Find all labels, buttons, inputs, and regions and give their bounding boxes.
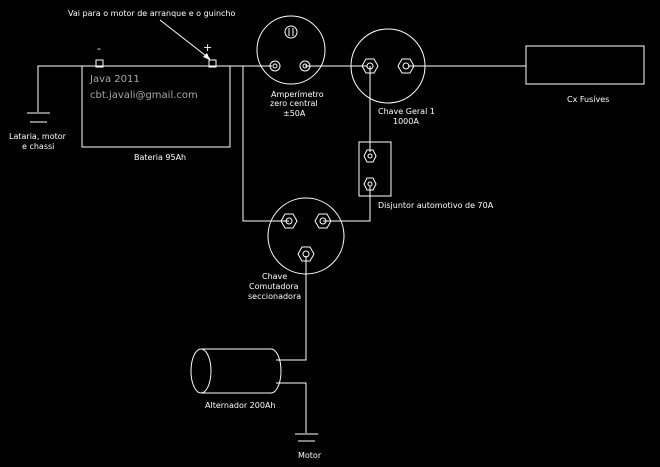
alternator-front-face (190, 348, 212, 394)
master-switch-body (350, 28, 426, 104)
wires (37, 65, 526, 433)
selector-label-1: Chave (262, 272, 287, 281)
battery-label: Bateria 95Ah (134, 153, 186, 162)
selector-terminal-bottom (297, 246, 315, 262)
ammeter-label-3: ±50A (283, 109, 306, 118)
wire-alternator-motor (276, 382, 307, 433)
battery (81, 59, 231, 148)
note-arrow (159, 19, 211, 60)
battery-plus-sign: + (203, 41, 212, 54)
ammeter-needle-icon (284, 25, 298, 39)
alternator-label: Alternador 200Ah (205, 401, 276, 410)
selector-switch (267, 197, 345, 275)
battery-minus-sign: - (97, 42, 101, 55)
breaker-terminal-top (363, 149, 377, 163)
selector-label-2: Comutadora (249, 282, 299, 291)
ground-chassis-symbol (27, 112, 50, 123)
ammeter-label-1: Amperímetro (271, 90, 324, 99)
wire-battery-selector (242, 66, 289, 222)
wire-breaker-selector (323, 186, 371, 222)
ammeter-terminal-left (269, 60, 281, 72)
master-switch-label-1: Chave Geral 1 (378, 107, 435, 116)
breaker-terminal-bottom (363, 177, 377, 191)
ammeter (256, 15, 326, 85)
selector-switch-body (267, 197, 345, 275)
battery-positive-terminal (208, 59, 217, 68)
watermark-line-1: Java 2011 (89, 74, 140, 85)
ground-motor-symbol (295, 433, 318, 442)
ammeter-label-2: zero central (270, 99, 318, 108)
master-switch-label-2: 1000A (393, 117, 419, 126)
breaker-body (358, 141, 392, 197)
ground-chassis-label-2: e chassi (22, 142, 54, 151)
fuse-box-label: Cx Fusíves (567, 95, 609, 104)
motor-label: Motor (298, 451, 322, 460)
master-switch (350, 28, 426, 104)
circuit-breaker (358, 141, 392, 197)
breaker-label: Disjuntor automotivo de 70A (378, 201, 494, 210)
master-switch-terminal-right (397, 58, 415, 74)
fuse-box (525, 45, 645, 85)
top-note-label: Vai para o motor de arranque e o guincho (68, 9, 236, 18)
selector-terminal-left (280, 213, 298, 229)
selector-terminal-right (314, 213, 332, 229)
battery-body (81, 65, 231, 148)
ammeter-body (256, 15, 326, 85)
watermark-line-2: cbt.javali@gmail.com (90, 90, 198, 101)
ammeter-terminal-right (299, 60, 311, 72)
selector-label-3: seccionadora (248, 292, 301, 301)
labels: Vai para o motor de arranque e o guincho… (9, 9, 609, 460)
battery-negative-terminal (95, 59, 104, 68)
master-switch-terminal-left (361, 58, 379, 74)
wire-battery-negative-ground (37, 65, 99, 112)
ground-chassis-label-1: Lataria, motor (9, 132, 67, 141)
wire-selector-alternator (276, 256, 307, 361)
alternator (190, 348, 282, 394)
